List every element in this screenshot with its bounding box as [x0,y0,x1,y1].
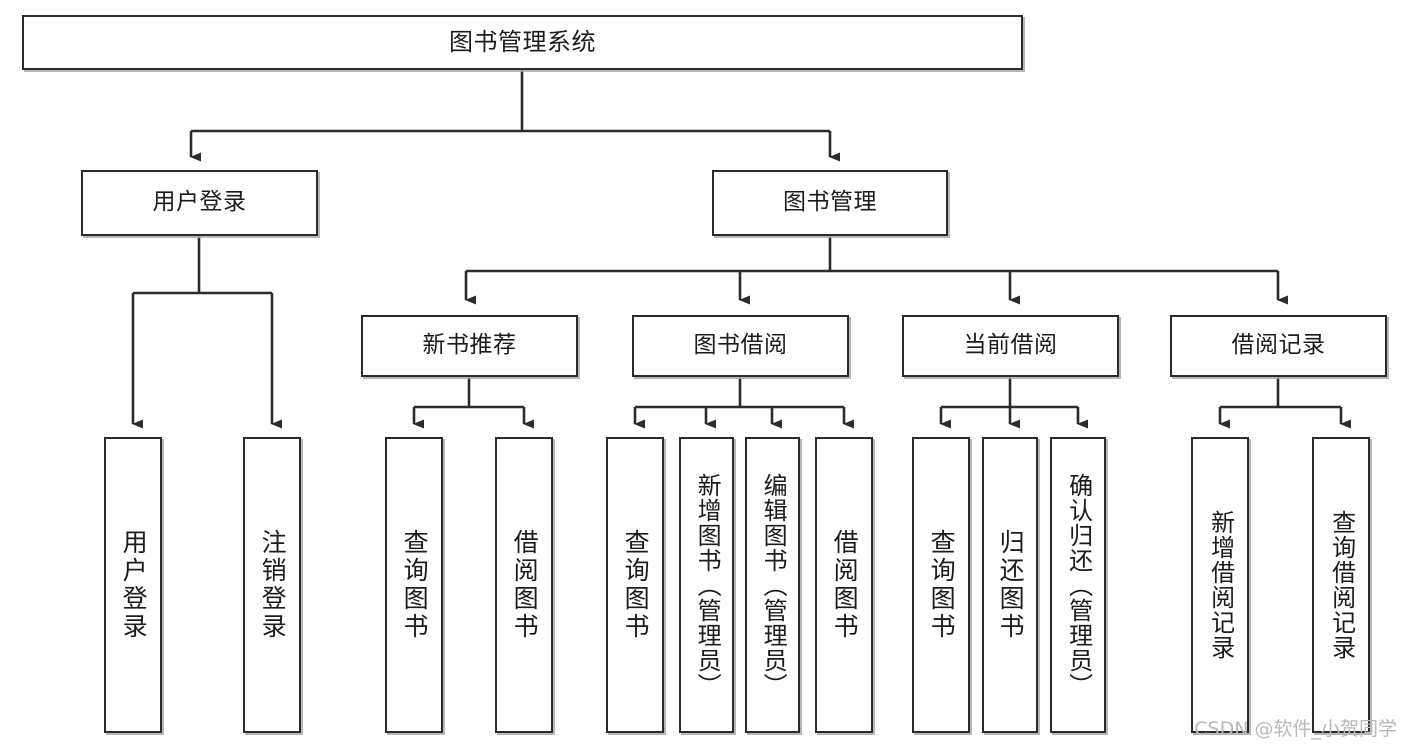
node-label: 新增借阅记录 [1206,510,1235,660]
leaf-logout-login[interactable]: 注销登录 [243,437,301,733]
node-label: 借阅图书 [510,529,540,641]
node-label: 用户登录 [152,189,247,216]
leaf-return-book[interactable]: 归还图书 [982,437,1038,733]
node-label: 查询图书 [621,529,651,641]
leaf-user-login[interactable]: 用户登录 [104,437,162,733]
leaf-edit-book-admin[interactable]: 编辑图书（管理员） [745,437,800,733]
node-book-borrow[interactable]: 图书借阅 [632,315,849,377]
leaf-query-book-current[interactable]: 查询图书 [912,437,970,733]
node-label: 注销登录 [258,529,288,641]
node-root-system[interactable]: 图书管理系统 [22,15,1023,70]
node-label: 编辑图书（管理员） [759,472,788,698]
node-label: 图书管理系统 [449,28,596,57]
node-new-book-recommend[interactable]: 新书推荐 [361,315,578,377]
leaf-query-borrow-record[interactable]: 查询借阅记录 [1312,437,1370,733]
node-current-borrow[interactable]: 当前借阅 [902,315,1119,377]
leaf-borrow-book[interactable]: 借阅图书 [815,437,873,733]
node-label: 图书管理 [783,189,877,216]
node-label: 查询图书 [927,529,957,641]
node-label: 新书推荐 [422,332,517,359]
node-user-login[interactable]: 用户登录 [81,170,318,236]
node-label: 查询借阅记录 [1327,510,1356,660]
node-label: 查询图书 [400,529,430,641]
node-label: 当前借阅 [963,332,1058,359]
leaf-add-book-admin[interactable]: 新增图书（管理员） [679,437,734,733]
leaf-add-borrow-record[interactable]: 新增借阅记录 [1191,437,1249,733]
leaf-query-book-borrow[interactable]: 查询图书 [606,437,664,733]
leaf-borrow-book-newbook[interactable]: 借阅图书 [495,437,553,733]
node-borrow-record[interactable]: 借阅记录 [1170,315,1387,377]
leaf-query-book-newbook[interactable]: 查询图书 [385,437,443,733]
node-label: 归还图书 [996,529,1026,641]
node-label: 图书借阅 [693,332,788,359]
leaf-confirm-return-admin[interactable]: 确认归还（管理员） [1050,437,1106,733]
node-label: 借阅图书 [830,529,860,641]
node-book-management[interactable]: 图书管理 [712,170,948,236]
node-label: 用户登录 [119,529,149,641]
node-label: 确认归还（管理员） [1064,472,1093,698]
node-label: 借阅记录 [1231,332,1326,359]
node-label: 新增图书（管理员） [693,472,722,698]
csdn-watermark: CSDN @软件_小贺同学 [1194,718,1397,740]
